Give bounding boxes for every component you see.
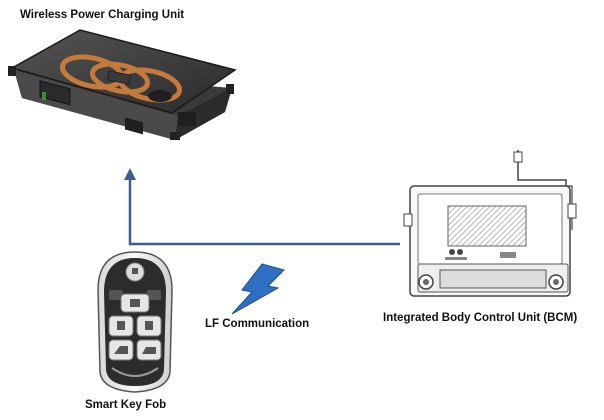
right-door-icon — [145, 321, 153, 330]
trunk-icon — [114, 346, 128, 354]
lightning-icon — [231, 263, 285, 315]
lf-communication-label: LF Communication — [205, 318, 310, 330]
lock-icon — [132, 268, 138, 274]
arrow-up-icon — [124, 168, 136, 180]
left-door-icon — [117, 321, 125, 330]
charging-coils — [60, 54, 182, 103]
smart-key-fob — [97, 251, 173, 393]
bcm-unit — [403, 150, 577, 297]
wireless-charging-unit-label: Wireless Power Charging Unit — [20, 9, 185, 21]
unlock-icon — [130, 299, 140, 307]
smart-key-fob-label: Smart Key Fob — [85, 399, 167, 411]
bcm-label: Integrated Body Control Unit (BCM) — [383, 312, 578, 324]
wireless-charging-pad — [8, 29, 237, 140]
panic-icon — [142, 347, 156, 354]
lf-signal-path — [124, 168, 400, 246]
